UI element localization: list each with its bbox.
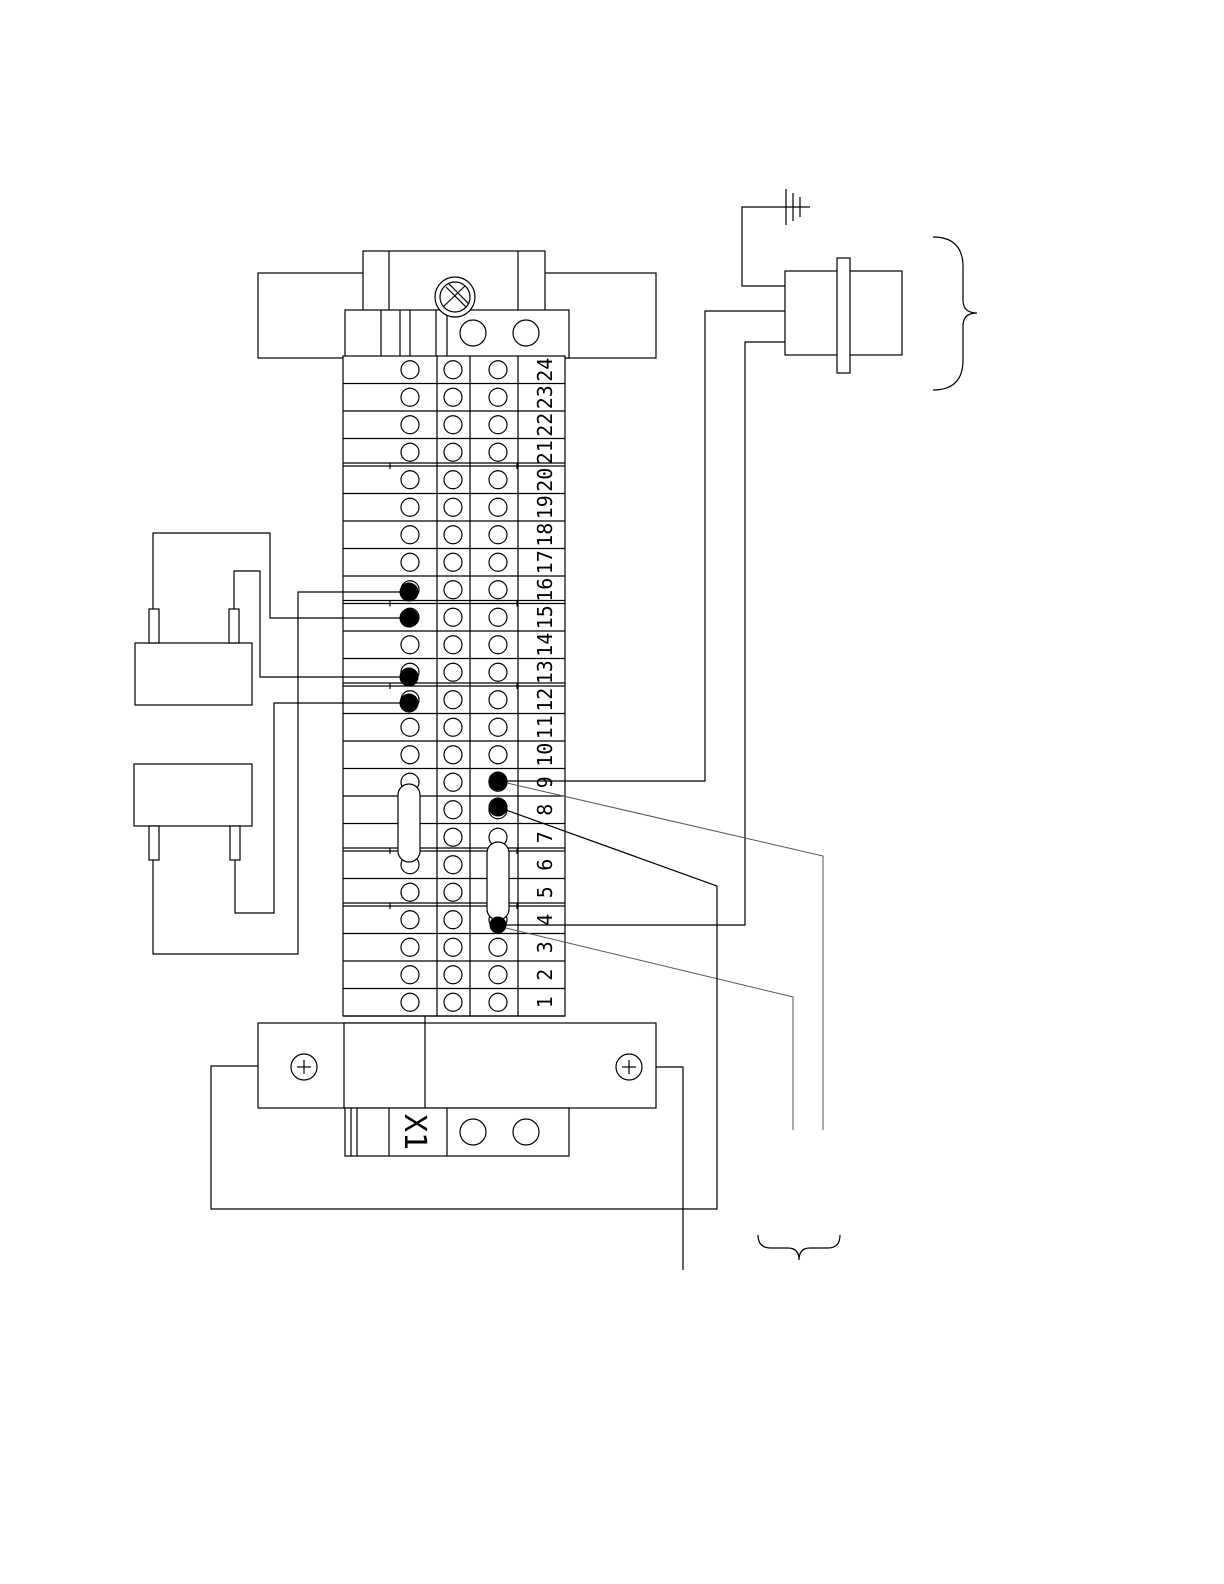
strip-label-x1: X1 [397, 1114, 432, 1150]
terminal-18-hole-2 [444, 526, 462, 544]
terminal-number-13: 13 [533, 660, 557, 684]
terminal-number-6: 6 [533, 859, 557, 871]
terminal-16-hole-3 [489, 581, 507, 599]
terminal-number-19: 19 [533, 495, 557, 519]
terminal-21-hole-3 [489, 443, 507, 461]
terminal-5-hole-2 [444, 883, 462, 901]
bottom-end-clamp: X1 [258, 1016, 656, 1156]
terminal-number-10: 10 [533, 743, 557, 767]
adjustment-screw-icon [435, 277, 475, 317]
terminal-1-hole-2 [444, 993, 462, 1011]
terminal-number-18: 18 [533, 523, 557, 547]
terminal-21-hole-2 [444, 443, 462, 461]
terminal-number-4: 4 [533, 914, 557, 926]
terminal-20-hole-3 [489, 471, 507, 489]
terminal-11-hole-3 [489, 718, 507, 736]
terminal-16-left-dot [400, 583, 418, 601]
terminal-number-1: 1 [533, 996, 557, 1008]
terminal-23-hole-2 [444, 388, 462, 406]
terminal-12-hole-3 [489, 691, 507, 709]
terminal-15-left-dot [400, 609, 418, 627]
terminal-18-hole-3 [489, 526, 507, 544]
terminal-22-hole-2 [444, 416, 462, 434]
terminal-11-hole-2 [444, 718, 462, 736]
terminal-number-12: 12 [533, 688, 557, 712]
terminal-20-hole-2 [444, 471, 462, 489]
brace-right [933, 237, 977, 390]
terminal-number-15: 15 [533, 605, 557, 629]
terminal-21-hole-1 [401, 443, 419, 461]
terminal-number-7: 7 [533, 831, 557, 843]
terminal-4-right-dot [490, 917, 506, 933]
terminal-2-hole-1 [401, 966, 419, 984]
terminal-11-hole-1 [401, 718, 419, 736]
terminal-10-hole-2 [444, 746, 462, 764]
terminal-13-hole-3 [489, 663, 507, 681]
terminal-17-hole-2 [444, 553, 462, 571]
terminal-13-hole-2 [444, 663, 462, 681]
terminal-3-hole-1 [401, 938, 419, 956]
terminal-2-hole-3 [489, 966, 507, 984]
terminal-3-hole-2 [444, 938, 462, 956]
terminal-number-9: 9 [533, 776, 557, 788]
terminal-12-left-dot [400, 694, 418, 712]
terminal-number-20: 20 [533, 468, 557, 492]
terminal-1-hole-1 [401, 993, 419, 1011]
terminal-17-hole-3 [489, 553, 507, 571]
terminal-14-hole-2 [444, 636, 462, 654]
ground-symbol-icon [781, 189, 810, 225]
terminal-number-24: 24 [533, 358, 557, 382]
terminal-9-hole-2 [444, 773, 462, 791]
terminal-2-hole-2 [444, 966, 462, 984]
terminal-10-hole-1 [401, 746, 419, 764]
terminal-number-3: 3 [533, 941, 557, 953]
jumper-bar-6-8 [398, 784, 420, 862]
terminal-24-hole-1 [401, 361, 419, 379]
terminal-17-hole-1 [401, 553, 419, 571]
terminal-14-hole-1 [401, 636, 419, 654]
terminal-6-hole-2 [444, 856, 462, 874]
terminal-number-2: 2 [533, 969, 557, 981]
terminal-18-hole-1 [401, 526, 419, 544]
terminal-23-hole-1 [401, 388, 419, 406]
terminal-8-right-dot [489, 798, 507, 816]
terminal-14-hole-3 [489, 636, 507, 654]
terminal-15-hole-2 [444, 608, 462, 626]
terminal-number-14: 14 [533, 633, 557, 657]
terminal-3-hole-3 [489, 938, 507, 956]
terminal-19-hole-1 [401, 498, 419, 516]
terminal-7-hole-2 [444, 828, 462, 846]
terminal-23-hole-3 [489, 388, 507, 406]
terminal-number-17: 17 [533, 550, 557, 574]
terminal-number-22: 22 [533, 413, 557, 437]
terminal-10-hole-3 [489, 746, 507, 764]
terminal-22-hole-1 [401, 416, 419, 434]
terminal-number-5: 5 [533, 886, 557, 898]
terminal-16-hole-2 [444, 581, 462, 599]
terminal-12-hole-2 [444, 691, 462, 709]
terminal-number-23: 23 [533, 385, 557, 409]
jumper-bar-4-6 [487, 842, 509, 920]
terminal-1-hole-3 [489, 993, 507, 1011]
terminal-4-hole-2 [444, 911, 462, 929]
terminal-number-11: 11 [533, 715, 557, 739]
terminal-19-hole-3 [489, 498, 507, 516]
terminal-22-hole-3 [489, 416, 507, 434]
terminal-number-21: 21 [533, 440, 557, 464]
brace-bottom [758, 1235, 840, 1260]
terminal-9-right-dot [489, 772, 507, 790]
terminal-number-8: 8 [533, 804, 557, 816]
terminal-19-hole-2 [444, 498, 462, 516]
terminal-24-hole-2 [444, 361, 462, 379]
terminal-strip: 123456789101112131415161718192021222324 [343, 356, 565, 1016]
terminal-number-16: 16 [533, 578, 557, 602]
terminal-5-hole-1 [401, 883, 419, 901]
terminal-24-hole-3 [489, 361, 507, 379]
terminal-8-hole-2 [444, 801, 462, 819]
terminal-15-hole-3 [489, 608, 507, 626]
terminal-20-hole-1 [401, 471, 419, 489]
terminal-13-left-dot [400, 668, 418, 686]
terminal-4-hole-1 [401, 911, 419, 929]
